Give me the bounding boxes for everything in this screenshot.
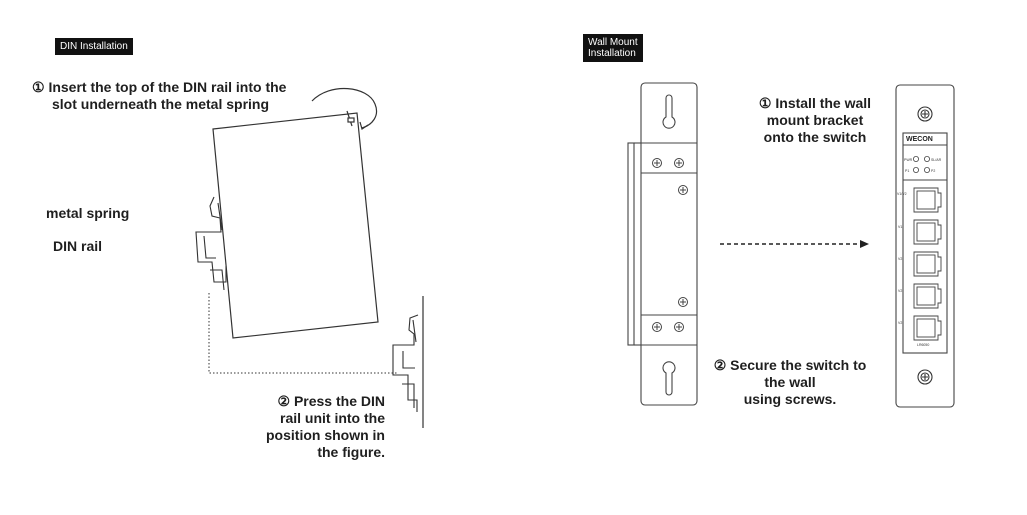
ethernet-ports — [913, 187, 942, 341]
wall-step2-text: ② Secure the switch to the wall using sc… — [700, 357, 880, 408]
port-label-2: V1 — [898, 225, 902, 229]
bracket-screws — [652, 158, 688, 332]
din-clip-mounted — [392, 314, 419, 412]
wall-step2-line3: using screws. — [743, 391, 837, 407]
ethernet-port-inner — [916, 254, 936, 274]
rotate-arrow-icon — [311, 88, 378, 130]
wall-step1-line2: mount bracket — [766, 112, 864, 128]
keyhole-slot-top — [662, 94, 676, 129]
din-clip-tilted — [195, 196, 227, 291]
wall-step-number-2: ② — [713, 357, 727, 373]
port-label-4: V2 — [898, 289, 902, 293]
status-led-indicators — [912, 155, 930, 173]
wall-mount-bracket — [627, 82, 698, 406]
din-step1-line2: slot underneath the metal spring — [52, 96, 270, 112]
port-label-1: V1/V2 — [897, 192, 907, 196]
din-step2-line1: Press the DIN — [293, 393, 385, 409]
step-number-2: ② — [277, 393, 291, 409]
device-model-label: LR6050 — [917, 343, 929, 347]
step-number-1: ① — [32, 79, 45, 95]
wall-step1-line1: Install the wall — [775, 95, 872, 111]
din-step2-line4: the figure. — [317, 444, 385, 460]
led-label-p2: P2 — [931, 169, 935, 173]
din-step2-text: ② Press the DIN rail unit into the posit… — [250, 393, 385, 461]
ethernet-port-inner — [916, 190, 936, 210]
port-label-5: V2 — [898, 321, 902, 325]
ethernet-port-inner — [916, 222, 936, 242]
wall-mount-heading-line2: Installation — [588, 48, 636, 59]
din-step2-line2: rail unit into the — [280, 410, 385, 426]
din-rail-label: DIN rail — [53, 238, 103, 254]
switch-body-tilted — [212, 110, 379, 339]
ethernet-port-inner — [916, 286, 936, 306]
led-label-p1: P1 — [905, 169, 909, 173]
ethernet-port-inner — [916, 318, 936, 338]
wall-mount-heading-line1: Wall Mount — [588, 37, 638, 48]
din-step2-line3: position shown in — [266, 427, 385, 443]
wall-step-number-1: ① — [758, 95, 772, 111]
keyhole-slot-bottom — [662, 361, 676, 396]
wall-step1-line3: onto the switch — [763, 129, 867, 145]
wall-mount-illustration: WECON PWR SL/AR P1 P2 V1/V2 V1 V2 V2 V2 … — [627, 82, 955, 408]
wall-step2-line1: Secure the switch to — [730, 357, 867, 373]
device-brand-logo: WECON — [906, 136, 933, 143]
din-step1-text: ① Insert the top of the DIN rail into th… — [32, 79, 286, 113]
port-label-3: V2 — [898, 257, 902, 261]
switch-front-view — [895, 84, 955, 408]
wall-screw-icon — [917, 106, 933, 385]
din-step1-line1: Insert the top of the DIN rail into the — [48, 79, 287, 95]
mount-direction-arrow — [720, 240, 869, 248]
metal-spring-label: metal spring — [46, 205, 130, 221]
din-installation-illustration — [195, 88, 424, 428]
wall-step1-text: ① Install the wall mount bracket onto th… — [745, 95, 885, 146]
wall-mount-heading: Wall Mount Installation — [583, 34, 643, 62]
led-label-slar: SL/AR — [931, 158, 942, 162]
led-label-pwr: PWR — [904, 158, 913, 162]
din-installation-heading: DIN Installation — [55, 38, 133, 55]
wall-step2-line2: the wall — [764, 374, 816, 390]
